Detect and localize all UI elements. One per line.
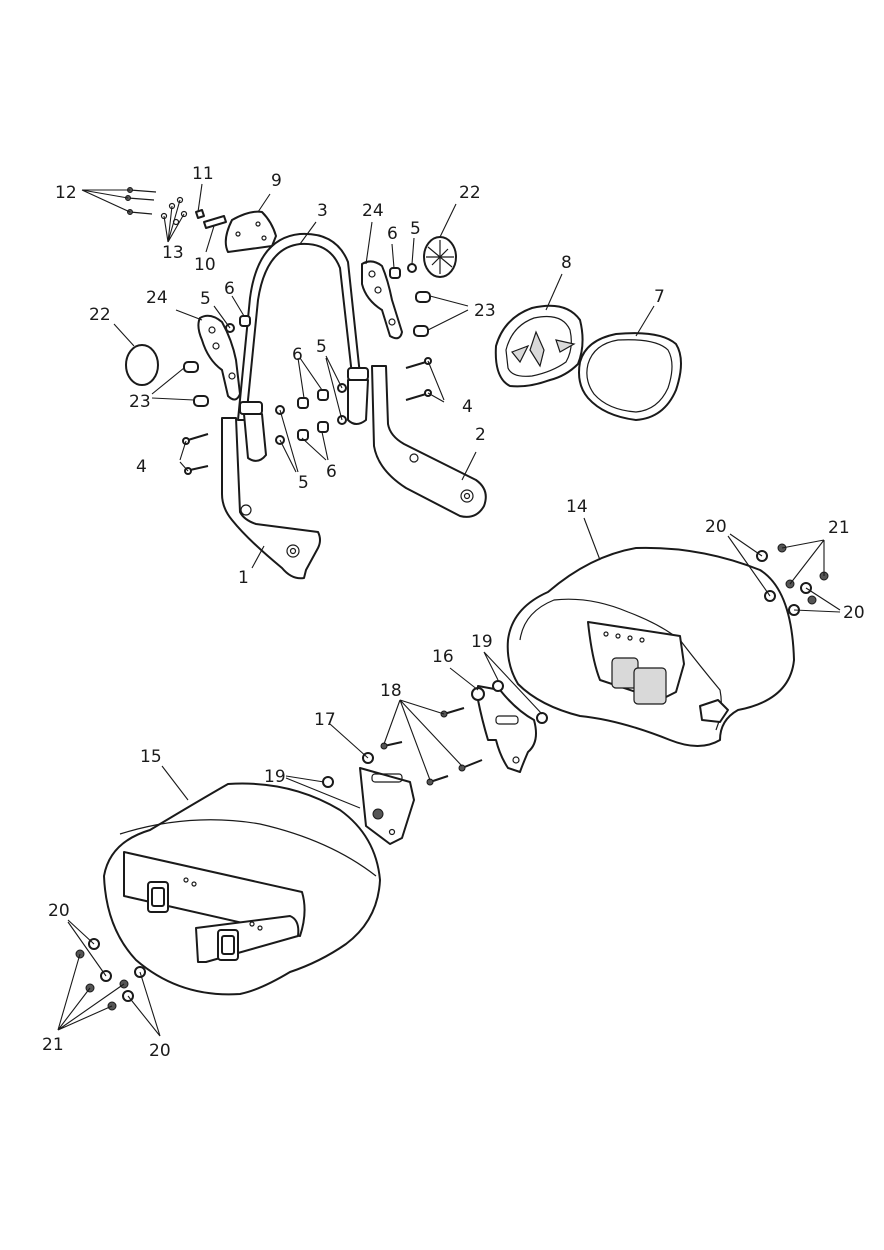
callout-5-c: 5	[298, 473, 309, 493]
callout-17: 17	[314, 710, 336, 730]
callout-20-a: 20	[705, 517, 727, 537]
part-cover-disc-right	[423, 236, 457, 278]
callout-6-c: 6	[326, 462, 337, 482]
part-clip-10	[203, 215, 227, 229]
callout-16: 16	[432, 647, 454, 667]
part-left-pannier	[103, 782, 381, 996]
part-right-bracket	[361, 260, 403, 340]
callout-22-a: 22	[89, 305, 111, 325]
callout-23-b: 23	[474, 301, 496, 321]
leader-lines	[57, 183, 841, 1037]
callout-1: 1	[238, 568, 249, 588]
part-nut-11	[195, 209, 205, 219]
callout-6-a: 6	[224, 279, 235, 299]
callout-9: 9	[271, 171, 282, 191]
callout-24-b: 24	[362, 201, 384, 221]
callout-15: 15	[140, 747, 162, 767]
callout-5-d: 5	[410, 219, 421, 239]
callout-23-a: 23	[129, 392, 151, 412]
part-mount-bracket-16	[471, 685, 537, 773]
part-screws-12	[125, 187, 157, 215]
part-right-side-plate	[371, 365, 487, 518]
callout-7: 7	[654, 287, 665, 307]
callout-20-b: 20	[843, 603, 865, 623]
part-backrest-pad	[578, 332, 682, 421]
part-cover-disc-left	[125, 344, 159, 386]
part-left-side-plate	[221, 417, 321, 580]
callout-19-b: 19	[264, 767, 286, 787]
callout-6-b: 6	[292, 345, 303, 365]
callout-20-d: 20	[149, 1041, 171, 1061]
callout-labels: 1 2 3 4 4 5 5 5 5 6 6 6 6 7 8 9 10 11 12…	[42, 164, 865, 1061]
callout-11: 11	[192, 164, 214, 184]
part-left-bracket	[197, 314, 241, 401]
part-backrest-loop	[237, 232, 369, 462]
callout-13: 13	[162, 243, 184, 263]
callout-14: 14	[566, 497, 588, 517]
part-backrest-frame	[494, 304, 584, 388]
callout-19-a: 19	[471, 632, 493, 652]
part-cover-plate	[224, 210, 277, 253]
callout-21-b: 21	[42, 1035, 64, 1055]
callout-5-b: 5	[316, 337, 327, 357]
callout-18: 18	[380, 681, 402, 701]
callout-21-a: 21	[828, 518, 850, 538]
part-bolts-4-left	[182, 433, 209, 475]
callout-8: 8	[561, 253, 572, 273]
callout-5-a: 5	[200, 289, 211, 309]
callout-2: 2	[475, 425, 486, 445]
callout-6-d: 6	[387, 224, 398, 244]
callout-12: 12	[55, 183, 77, 203]
callout-10: 10	[194, 255, 216, 275]
callout-4-right: 4	[462, 397, 473, 417]
part-bolts-4-right	[405, 357, 432, 401]
callout-4-left: 4	[136, 457, 147, 477]
callout-20-c: 20	[48, 901, 70, 921]
part-mount-bracket-17	[359, 752, 415, 845]
part-right-pannier	[506, 546, 795, 747]
part-bolts-18	[380, 707, 483, 786]
callout-22-b: 22	[459, 183, 481, 203]
callout-24-a: 24	[146, 288, 168, 308]
callout-3: 3	[317, 201, 328, 221]
